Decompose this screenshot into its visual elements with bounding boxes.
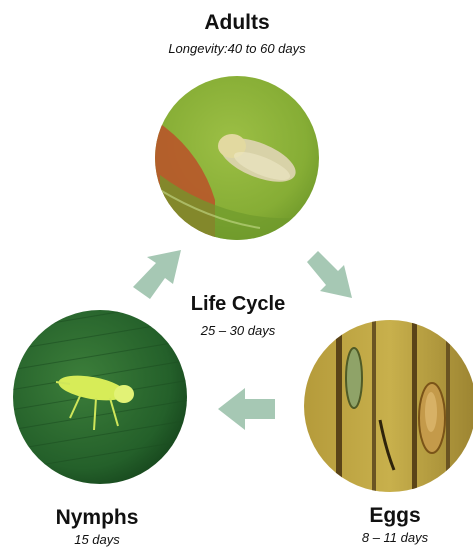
adults-duration: Longevity:40 to 60 days (137, 41, 337, 56)
egg-icon (346, 348, 362, 408)
adults-title: Adults (187, 11, 287, 35)
eggs-duration: 8 – 11 days (345, 530, 445, 545)
arrow-adults-to-eggs (307, 251, 352, 298)
eggs-title: Eggs (345, 504, 445, 528)
arrow-nymphs-to-adults (133, 250, 181, 299)
nymphs-photo (10, 300, 190, 488)
nymphs-duration: 15 days (47, 532, 147, 547)
arrow-eggs-to-nymphs (218, 388, 275, 430)
eggs-photo (300, 318, 473, 498)
center-title: Life Cycle (178, 293, 298, 316)
center-duration: 25 – 30 days (178, 323, 298, 338)
nymphs-title: Nymphs (37, 506, 157, 530)
egg-icon (419, 383, 445, 453)
adults-photo (150, 70, 330, 250)
